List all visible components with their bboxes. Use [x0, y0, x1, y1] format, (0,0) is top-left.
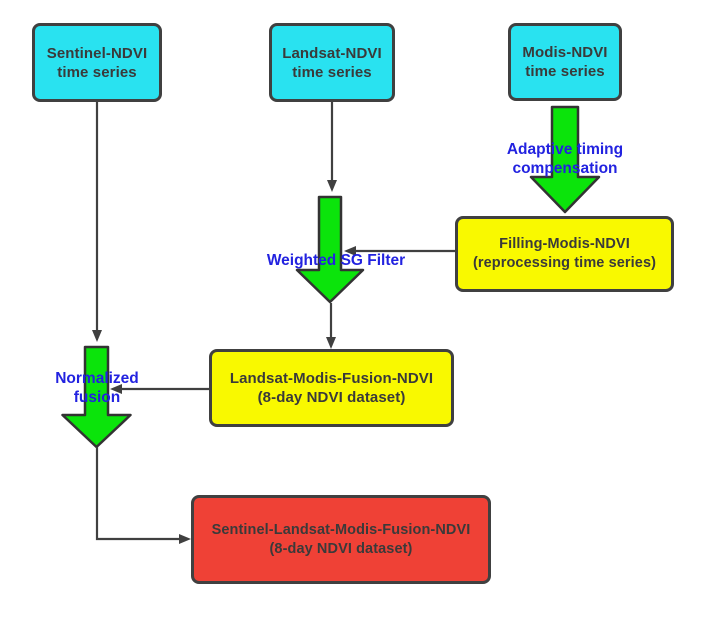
process-label-line: Weighted SG Filter	[266, 252, 406, 269]
node-label-line: Sentinel-NDVI	[46, 44, 148, 62]
node-label-line: time series	[525, 63, 605, 80]
node-label-line: Landsat-NDVI	[282, 44, 382, 62]
process-label-line: Adaptive timing	[506, 141, 624, 158]
process-label-line: compensation	[512, 160, 618, 177]
node-landsat-ndvi: Landsat-NDVI time series	[269, 23, 395, 102]
process-label-line: Normalized	[55, 370, 139, 387]
block-arrow-modis-down	[529, 105, 601, 214]
node-landsat-modis-fusion-ndvi: Landsat-Modis-Fusion-NDVI (8-day NDVI da…	[209, 349, 454, 427]
node-filling-modis-ndvi: Filling-Modis-NDVI (reprocessing time se…	[455, 216, 674, 292]
node-label-line: Sentinel-Landsat-Modis-Fusion-NDVI	[211, 521, 471, 538]
block-arrow-sentinel-down	[61, 345, 132, 449]
arrowhead-left-1	[344, 246, 356, 256]
arrowheads	[92, 180, 356, 544]
node-label-line: time series	[57, 63, 137, 81]
node-label-line: time series	[292, 63, 372, 81]
node-label-line: Landsat-Modis-Fusion-NDVI	[229, 370, 434, 387]
node-label-line: Filling-Modis-NDVI	[499, 236, 630, 252]
arrowhead-down-2	[327, 180, 337, 192]
node-sentinel-ndvi: Sentinel-NDVI time series	[32, 23, 162, 102]
process-label-normalized-fusion: Normalized fusion	[37, 369, 157, 407]
node-sentinel-landsat-modis-fusion-ndvi: Sentinel-Landsat-Modis-Fusion-NDVI (8-da…	[191, 495, 491, 584]
process-label-adaptive-timing-compensation: Adaptive timing compensation	[490, 140, 640, 178]
block-arrow-landsat-down	[295, 195, 365, 304]
node-label-line: Modis-NDVI	[522, 44, 608, 61]
arrowhead-down-1	[92, 330, 102, 342]
thin-connectors	[95, 102, 455, 541]
arrowhead-right-1	[179, 534, 191, 544]
process-label-weighted-sg-filter: Weighted SG Filter	[256, 251, 416, 270]
node-label-line: (8-day NDVI dataset)	[269, 540, 413, 557]
arrowhead-down-3	[326, 337, 336, 349]
node-label-line: (reprocessing time series)	[472, 255, 657, 271]
node-modis-ndvi: Modis-NDVI time series	[508, 23, 622, 101]
arrowhead-left-2	[110, 384, 122, 394]
node-label-line: (8-day NDVI dataset)	[257, 389, 406, 406]
process-label-line: fusion	[73, 389, 121, 406]
wire-normalized-to-final	[95, 447, 179, 541]
